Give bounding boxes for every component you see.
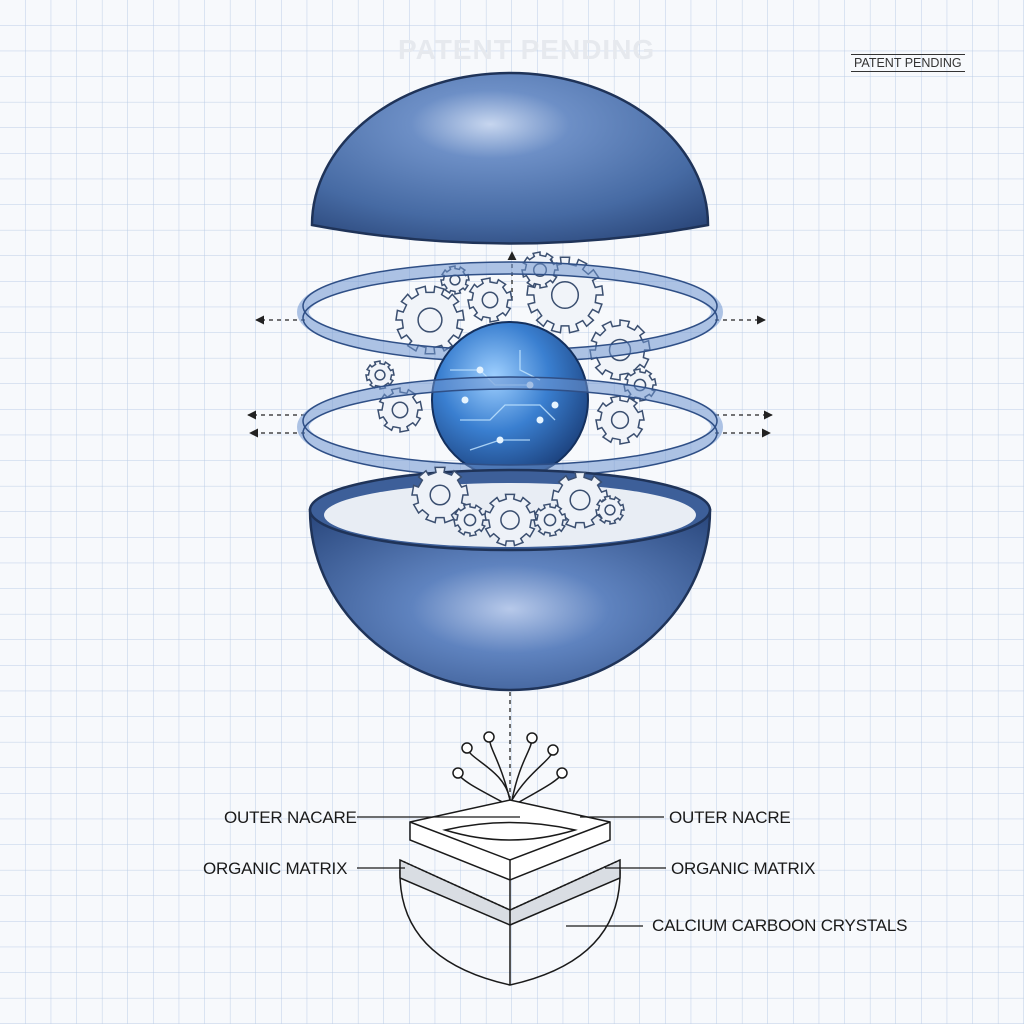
patent-pending-stamp: PATENT PENDING xyxy=(851,54,965,72)
gear-hub xyxy=(417,307,443,333)
explosion-arrows xyxy=(247,251,773,800)
lower-gears xyxy=(411,466,625,547)
shell-cross-section xyxy=(399,731,621,986)
label-calcium-crystals: CALCIUM CARBOON CRYSTALS xyxy=(652,916,908,935)
gear-hub xyxy=(391,401,409,419)
gear-hub xyxy=(550,280,580,310)
gear-hub xyxy=(429,484,451,506)
sensor-filaments xyxy=(452,731,568,806)
label-organic-matrix-left: ORGANIC MATRIX xyxy=(203,859,348,878)
label-outer-nacare: OUTER NACARE xyxy=(224,808,357,827)
leader-lines xyxy=(357,816,666,927)
gear-hub xyxy=(543,513,557,527)
gear-hub xyxy=(374,369,386,381)
gear-hub xyxy=(481,291,499,309)
gear-hub xyxy=(604,504,616,516)
patent-pending-watermark: PATENT PENDING xyxy=(398,34,656,65)
core-sphere xyxy=(431,321,589,479)
gear-hub xyxy=(569,489,591,511)
gear-hub xyxy=(449,274,461,286)
gear-hub xyxy=(610,410,630,430)
top-hemisphere xyxy=(310,71,710,245)
label-outer-nacre: OUTER NACRE xyxy=(669,808,791,827)
gear-hub xyxy=(463,513,477,527)
label-organic-matrix-right: ORGANIC MATRIX xyxy=(671,859,816,878)
gear-hub xyxy=(500,510,520,530)
